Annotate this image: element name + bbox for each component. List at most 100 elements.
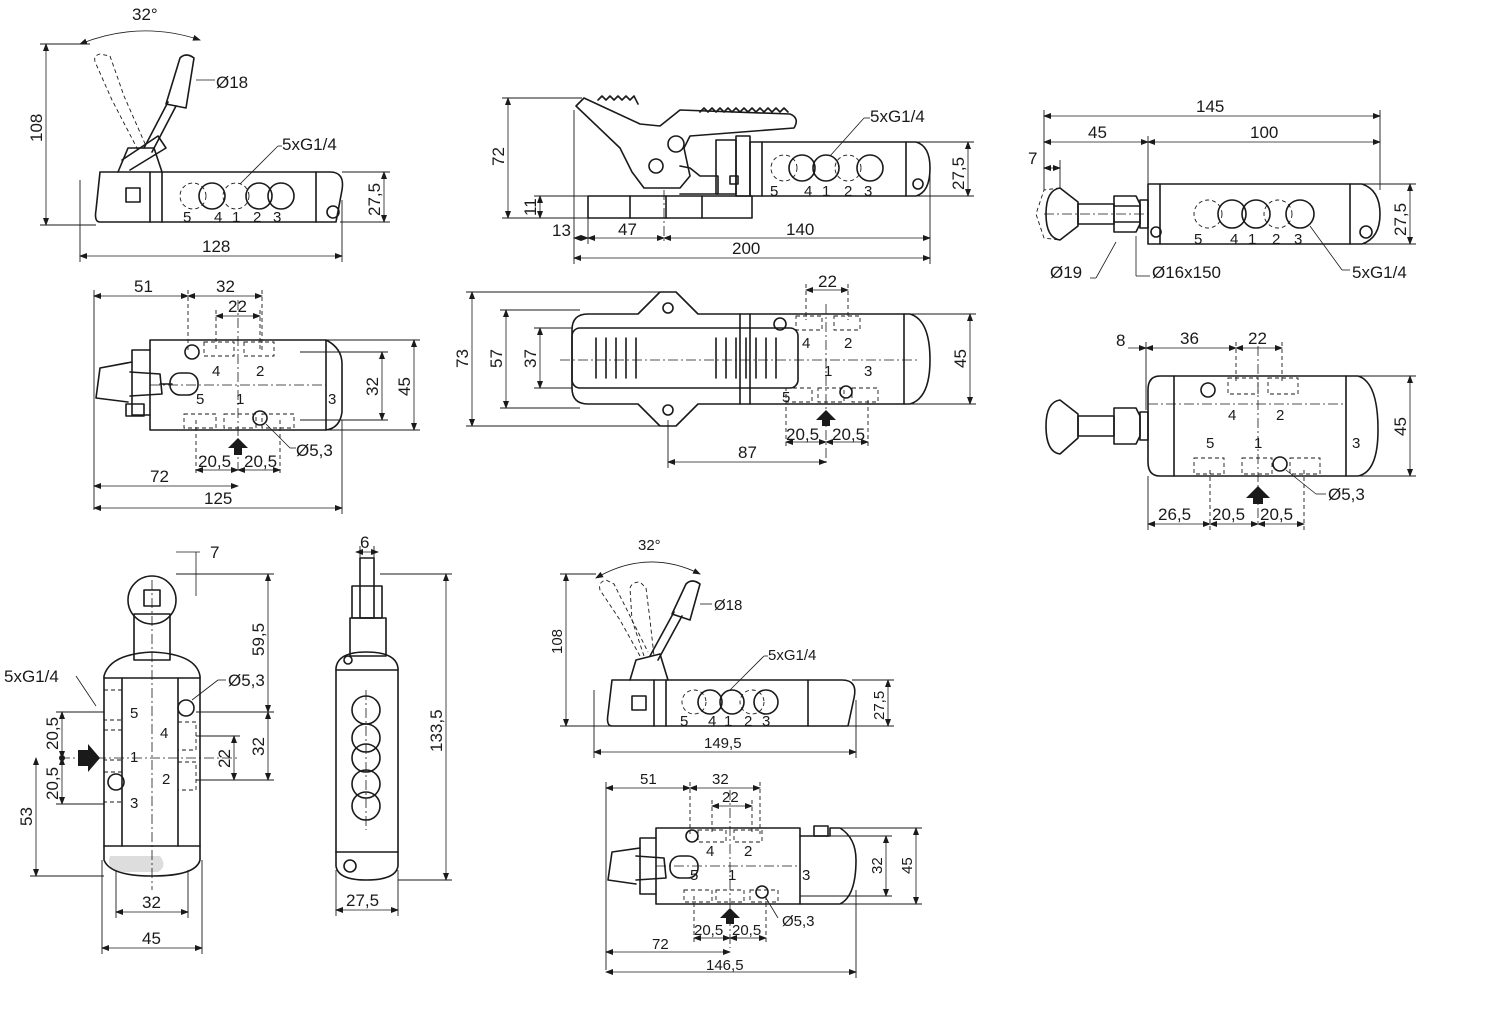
port-num: 4 (214, 209, 222, 226)
port-4: 4 (160, 725, 168, 742)
dim-72: 72 (652, 936, 669, 953)
port-num: 3 (762, 713, 770, 730)
port-3: 3 (130, 795, 138, 812)
dim-11: 11 (521, 198, 540, 216)
dim-7: 7 (1028, 149, 1037, 168)
port-num: 5 (770, 183, 778, 200)
dim-20-5-a: 20,5 (198, 452, 231, 471)
dim-200: 200 (732, 239, 760, 258)
dim-32: 32 (142, 893, 161, 912)
dim-8: 8 (1116, 331, 1125, 350)
stem-dia: Ø16x150 (1152, 263, 1221, 282)
dim-45: 45 (1088, 123, 1107, 142)
port-1: 1 (130, 749, 138, 766)
dim-146-5: 146,5 (706, 957, 744, 974)
port-3: 3 (328, 391, 336, 408)
dim-100: 100 (1250, 123, 1278, 142)
dim-149-5: 149,5 (704, 735, 742, 752)
dim-20-5-b: 20,5 (1260, 505, 1293, 524)
dim-20-5-b: 20,5 (832, 425, 865, 444)
port-5: 5 (1206, 435, 1214, 452)
port-num: 1 (232, 209, 240, 226)
port-1: 1 (728, 867, 736, 884)
dim-20-5-b: 20,5 (43, 767, 62, 800)
dim-108: 108 (27, 114, 46, 142)
view-lever-top: 4 2 5 1 3 51 32 22 32 45 Ø5,3 (93, 277, 420, 514)
port-3: 3 (864, 363, 872, 380)
hole-dia: Ø5,3 (296, 441, 333, 460)
port-num: 4 (804, 183, 812, 200)
port-num: 2 (1272, 231, 1280, 248)
dim-53: 53 (17, 807, 36, 826)
dim-20-5-a: 20,5 (1212, 505, 1245, 524)
port-3: 3 (802, 867, 810, 884)
hole-dia: Ø5,3 (228, 671, 265, 690)
port-num: 2 (744, 713, 752, 730)
dim-32-v: 32 (363, 377, 382, 396)
dim-73: 73 (453, 349, 472, 368)
port-num: 2 (844, 183, 852, 200)
dim-72: 72 (150, 467, 169, 486)
dim-59-5: 59,5 (249, 623, 268, 656)
port-num: 3 (273, 209, 281, 226)
dim-36: 36 (1180, 329, 1199, 348)
dim-27-5: 27,5 (949, 157, 968, 190)
dim-27-5: 27,5 (346, 891, 379, 910)
dim-51: 51 (134, 277, 153, 296)
dim-51: 51 (640, 771, 657, 788)
ports-label: 5xG1/4 (870, 107, 925, 126)
dim-32-v: 32 (869, 857, 886, 874)
angle-label: 32° (132, 5, 158, 24)
port-num: 5 (183, 209, 191, 226)
dim-47: 47 (618, 220, 637, 239)
view-roller-side: 6 133,5 27,5 (335, 533, 452, 916)
dim-20-5-b: 20,5 (244, 452, 277, 471)
angle-label: 32° (638, 537, 661, 554)
port-1: 1 (824, 363, 832, 380)
dim-22: 22 (228, 297, 247, 316)
ports-label: 5xG1/4 (4, 667, 59, 686)
port-5: 5 (196, 391, 204, 408)
view-pedal-top: 4 2 1 3 5 22 73 57 37 45 20,5 20,5 (453, 272, 976, 468)
ports-label: 5xG1/4 (1352, 263, 1407, 282)
dim-6: 6 (360, 533, 369, 552)
port-1: 1 (236, 391, 244, 408)
dim-32-v: 32 (249, 737, 268, 756)
dim-72: 72 (489, 147, 508, 166)
port-5: 5 (782, 389, 790, 406)
port-2: 2 (162, 771, 170, 788)
view-push-side: 5 4 1 2 3 145 45 100 7 27,5 Ø19 Ø16x150 (1028, 97, 1416, 282)
port-num: 3 (864, 183, 872, 200)
port-2: 2 (1276, 407, 1284, 424)
dim-20-5-b: 20,5 (732, 922, 761, 939)
dim-45: 45 (1391, 417, 1410, 436)
port-4: 4 (1228, 407, 1236, 424)
ports-label: 5xG1/4 (768, 647, 816, 664)
dim-27-5: 27,5 (365, 183, 384, 216)
port-2: 2 (844, 335, 852, 352)
port-4: 4 (802, 335, 810, 352)
port-num: 5 (1194, 231, 1202, 248)
dim-87: 87 (738, 443, 757, 462)
dim-45-v: 45 (395, 377, 414, 396)
dim-133-5: 133,5 (427, 709, 446, 752)
view-lever3-top: 4 2 5 1 3 51 32 22 32 45 Ø5,3 20,5 (605, 771, 922, 978)
port-5: 5 (130, 705, 138, 722)
dim-125: 125 (204, 489, 232, 508)
view-roller-front: 5 4 1 2 3 7 5xG1/4 Ø5,3 59,5 32 22 (4, 543, 274, 954)
dim-22: 22 (722, 789, 739, 806)
dim-20-5-a: 20,5 (43, 717, 62, 750)
hole-dia: Ø5,3 (1328, 485, 1365, 504)
dim-140: 140 (786, 220, 814, 239)
dim-32: 32 (216, 277, 235, 296)
handle-diameter: Ø18 (216, 73, 248, 92)
dim-27-5: 27,5 (871, 691, 888, 720)
dim-45: 45 (951, 349, 970, 368)
ports-label: 5xG1/4 (282, 135, 337, 154)
view-pedal-side: 5 4 1 2 3 72 11 13 47 140 200 5xG1/4 (489, 95, 974, 264)
dim-45: 45 (142, 929, 161, 948)
dim-45-v: 45 (899, 857, 916, 874)
dim-57: 57 (487, 349, 506, 368)
dim-13: 13 (552, 221, 571, 240)
